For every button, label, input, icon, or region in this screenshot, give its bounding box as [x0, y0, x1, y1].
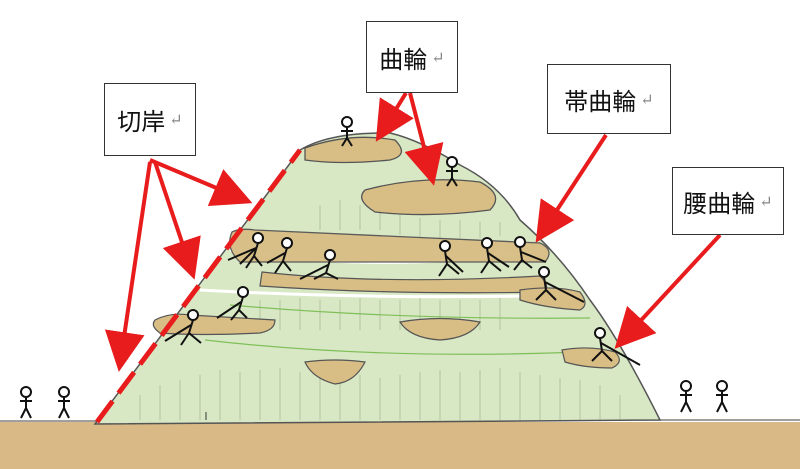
label-kirigishi: 切岸↵	[104, 83, 196, 156]
archer-6	[513, 236, 547, 271]
archer-4	[438, 240, 464, 277]
lower-band	[259, 271, 548, 294]
obikuruwa-terrace	[229, 228, 550, 263]
ground-figure-4	[716, 380, 728, 413]
label-koshikuruwa-text: 腰曲輪	[683, 189, 756, 218]
arrow-kirigishi-3	[104, 161, 152, 372]
top-terrace	[304, 136, 402, 164]
label-obikuruwa-text: 帯曲輪	[564, 87, 637, 116]
hill	[93, 132, 662, 425]
stick-figures	[20, 116, 728, 419]
figure-second	[446, 156, 458, 187]
kirigishi-slope-line	[94, 148, 303, 424]
label-obikuruwa: 帯曲輪↵	[547, 64, 671, 134]
archer-10	[591, 327, 641, 366]
arrow-obikuruwa	[535, 133, 608, 243]
arrow-kuruwa-1	[375, 91, 414, 142]
archer-1	[227, 232, 264, 269]
return-icon: ↵	[431, 47, 445, 67]
return-icon: ↵	[759, 191, 773, 211]
return-icon: ↵	[640, 89, 654, 109]
ground-edge	[0, 419, 800, 422]
return-icon: ↵	[169, 110, 183, 129]
archer-2	[266, 237, 293, 274]
archer-7	[216, 286, 249, 321]
label-koshikuruwa: 腰曲輪↵	[672, 167, 784, 235]
arrow-kuruwa-2	[404, 92, 444, 186]
ground	[0, 422, 800, 469]
figure-top	[341, 116, 353, 147]
middle-terrace	[399, 317, 481, 341]
arrow-koshikuruwa	[614, 233, 722, 349]
arrow-kirigishi-2	[153, 161, 201, 280]
label-kuruwa-text: 曲輪	[379, 45, 428, 74]
archer-9	[535, 266, 585, 303]
archer-5	[480, 237, 510, 274]
archer-3	[299, 249, 339, 280]
archer-8	[164, 309, 202, 346]
ground-figure-2	[58, 386, 70, 419]
ground-figure-3	[680, 380, 692, 413]
arrow-kirigishi-1	[149, 158, 253, 207]
contour-line-2	[229, 304, 591, 319]
label-kuruwa: 曲輪↵	[366, 21, 458, 93]
ground-figure-1	[20, 386, 32, 419]
label-kirigishi-text: 切岸	[117, 108, 166, 136]
pointer-arrows	[104, 91, 722, 372]
lower-terrace	[304, 359, 366, 385]
contour-line	[204, 339, 581, 355]
